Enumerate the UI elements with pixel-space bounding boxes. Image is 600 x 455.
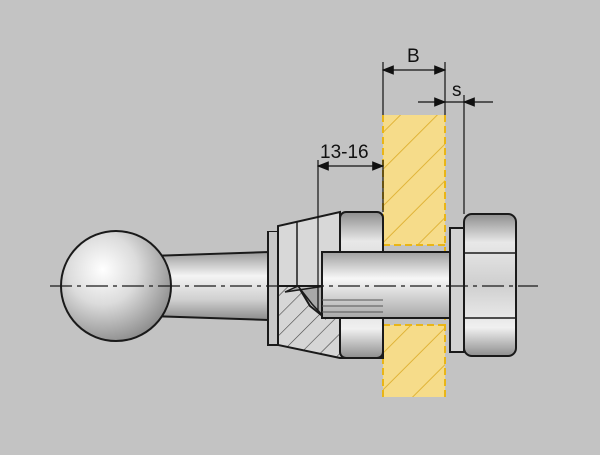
dimension-label-spacer: s [452, 80, 462, 101]
spacer-washer [449, 227, 465, 353]
dimension-label-thread-depth: 13-16 [320, 142, 369, 163]
hex-nut-right [463, 213, 517, 357]
dimension-panel-thickness: B [381, 46, 447, 115]
dimension-spacer: s [418, 80, 493, 214]
dimension-label-panel-thickness: B [407, 46, 420, 67]
panel [382, 115, 446, 397]
dimension-thread-depth: 13-16 [316, 142, 385, 310]
threaded-bolt [321, 251, 451, 319]
